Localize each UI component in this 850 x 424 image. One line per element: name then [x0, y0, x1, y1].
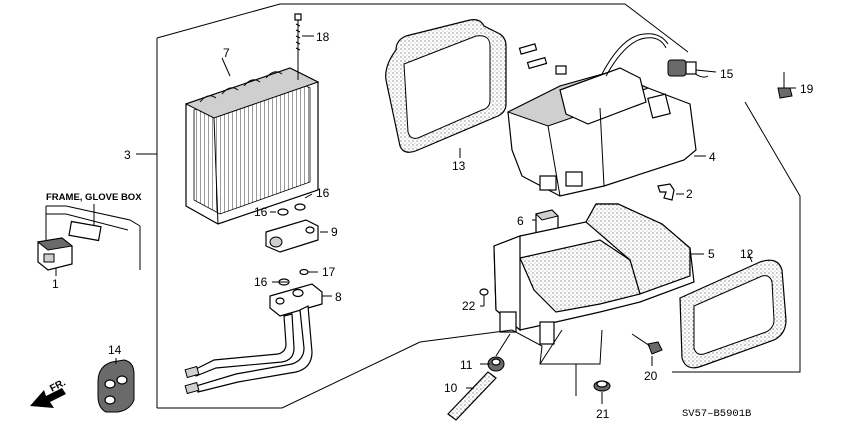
pipe-assembly-8: [184, 283, 323, 395]
callout-5: 5: [708, 247, 715, 261]
resistor-1: [36, 237, 74, 271]
callout-3: 3: [124, 148, 131, 162]
callout-13: 13: [452, 159, 466, 173]
screw-19: [777, 72, 793, 99]
callout-10: 10: [444, 381, 458, 395]
callout-16a: 16: [254, 205, 268, 219]
assembly-outline: [156, 3, 689, 53]
screw-20: [631, 333, 663, 355]
glove-box-frame: [45, 205, 141, 270]
expansion-valve-9: [265, 219, 319, 253]
grommet-14: [97, 359, 135, 413]
o-ring-16a: [277, 208, 289, 216]
o-ring-16b: [294, 203, 306, 211]
seal-12: [679, 259, 787, 369]
callout-14: 14: [108, 343, 122, 357]
screw-22: [479, 288, 489, 306]
callout-21: 21: [596, 407, 610, 421]
callout-15: 15: [720, 67, 734, 81]
callout-20: 20: [644, 369, 658, 383]
callout-16c: 16: [254, 275, 268, 289]
seal-13: [385, 19, 507, 153]
bolt-18: [294, 13, 302, 80]
clip-2: [657, 183, 675, 201]
callout-16b: 16: [316, 186, 330, 200]
callout-19: 19: [800, 82, 814, 96]
callout-2: 2: [686, 187, 693, 201]
diagram-code: SV57–B5901B: [682, 408, 751, 420]
grommet-21: [593, 380, 611, 392]
grommet-11: [487, 356, 505, 372]
upper-housing-4: [506, 67, 697, 197]
callout-18: 18: [316, 30, 330, 44]
callout-17: 17: [322, 265, 336, 279]
callout-9: 9: [331, 225, 338, 239]
callout-22: 22: [462, 299, 476, 313]
callout-4: 4: [709, 150, 716, 164]
lower-housing-5: [493, 203, 695, 345]
frame-glove-box-label: FRAME, GLOVE BOX: [46, 192, 142, 203]
leader-lines: [55, 35, 796, 404]
callout-1: 1: [52, 277, 59, 291]
harness-15: [518, 33, 709, 78]
evaporator-core: [184, 67, 320, 225]
callout-8: 8: [335, 290, 342, 304]
o-ring-17: [299, 268, 309, 276]
callout-12: 12: [740, 247, 754, 261]
callout-6: 6: [517, 214, 524, 228]
assembly-outline-bottom: [157, 341, 421, 409]
front-direction-label: FR.: [48, 377, 68, 394]
drain-hose-10: [447, 371, 497, 421]
assembly-outline-right: [672, 101, 801, 373]
front-direction-arrow: [30, 388, 66, 408]
callout-11: 11: [460, 358, 473, 372]
callout-7: 7: [223, 46, 230, 60]
